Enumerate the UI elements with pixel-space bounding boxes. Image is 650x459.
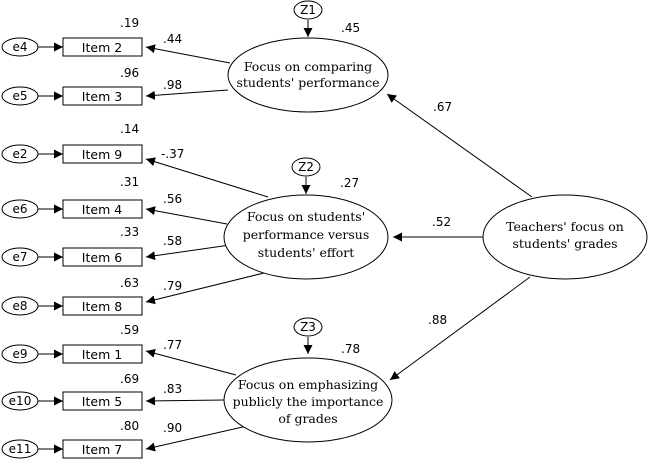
factor-label-line: Focus on emphasizing — [238, 377, 378, 392]
loading-label-item8: .79 — [163, 279, 182, 293]
error-label: e8 — [12, 299, 27, 313]
error-node-e5: e5 — [1, 86, 39, 106]
loading-arrow-item3 — [145, 89, 229, 100]
item-r2: .31 — [120, 175, 139, 189]
error-label: e4 — [12, 40, 27, 54]
factor-r2: .27 — [340, 176, 359, 190]
item-r2: .33 — [120, 225, 139, 239]
error-label: e6 — [12, 202, 27, 216]
item-r2: .96 — [120, 66, 139, 80]
factor-label-line: Focus on comparing — [244, 59, 372, 74]
error-node-e9: e9 — [1, 344, 39, 364]
item-label: Item 1 — [82, 347, 122, 362]
error-label: e9 — [12, 347, 27, 361]
item-box-item8: Item 8 .63 — [62, 276, 143, 316]
item-box-item5: Item 5 .69 — [62, 372, 143, 411]
structural-labels: .67 .52 .88 — [428, 100, 452, 327]
loading-arrow-item7 — [145, 425, 248, 452]
loading-arrow-item9 — [145, 157, 269, 198]
error-label: e10 — [9, 394, 32, 408]
item-box-item9: Item 9 .14 — [62, 122, 143, 164]
item-label: Item 5 — [82, 394, 122, 409]
structural-arrow-f3 — [389, 276, 531, 381]
error-node-e2: e2 — [1, 144, 39, 164]
loading-arrow-item8 — [145, 271, 269, 305]
disturbance-z1: Z1 — [293, 0, 323, 20]
loading-label-item6: .58 — [163, 234, 182, 248]
error-label: e2 — [12, 147, 27, 161]
item-label: Item 4 — [82, 202, 122, 217]
factor-r2: .45 — [341, 21, 360, 35]
error-terms: e4 e5 e2 e6 e7 e8 e9 e10 — [1, 37, 39, 459]
disturbance-label: Z3 — [300, 320, 316, 334]
loading-arrow-item1 — [145, 348, 237, 376]
loading-label-item3: .98 — [163, 78, 182, 92]
item-box-item2: Item 2 .19 — [62, 16, 143, 57]
factor-label-line: Focus on students' — [247, 209, 365, 224]
error-node-e8: e8 — [1, 296, 39, 316]
item-r2: .80 — [120, 419, 139, 433]
loading-arrow-item2 — [145, 44, 231, 64]
item-box-item6: Item 6 .33 — [62, 225, 143, 267]
factor-label-line: performance versus — [243, 227, 370, 242]
item-box-item1: Item 1 .59 — [62, 323, 143, 364]
loading-label-item7: .90 — [163, 421, 182, 435]
edges — [38, 20, 533, 454]
item-r2: .14 — [120, 122, 139, 136]
item-label: Item 2 — [82, 40, 122, 55]
item-label: Item 6 — [82, 250, 122, 265]
disturbances: Z1 Z2 Z3 — [291, 0, 323, 337]
path-label-f2: .52 — [432, 215, 451, 229]
observed-items: Item 2 .19 Item 3 .96 Item 9 .14 Item 4 … — [62, 16, 143, 459]
loading-arrow-item5 — [145, 396, 225, 406]
error-node-e7: e7 — [1, 247, 39, 267]
item-box-item4: Item 4 .31 — [62, 175, 143, 219]
path-label-f1: .67 — [433, 100, 452, 114]
loading-labels: .44 .98 -.37 .56 .58 .79 .77 .83 .90 — [161, 32, 184, 435]
item-r2: .59 — [120, 323, 139, 337]
error-node-e10: e10 — [1, 391, 39, 411]
item-r2: .63 — [120, 276, 139, 290]
item-box-item3: Item 3 .96 — [62, 66, 143, 106]
path-label-f3: .88 — [428, 313, 447, 327]
error-label: e11 — [9, 442, 32, 456]
item-r2: .69 — [120, 372, 139, 386]
factor-performance-vs-effort: Focus on students' performance versus st… — [223, 176, 389, 280]
item-r2: .19 — [120, 16, 139, 30]
factor-label-line: publicly the importance — [233, 394, 384, 409]
error-node-e6: e6 — [1, 199, 39, 219]
loading-label-item2: .44 — [163, 32, 182, 46]
disturbance-label: Z2 — [298, 160, 314, 174]
loading-label-item1: .77 — [163, 338, 182, 352]
disturbance-label: Z1 — [300, 3, 316, 17]
item-box-item7: Item 7 .80 — [62, 419, 143, 459]
loading-arrow-item6 — [145, 244, 231, 261]
factor-emphasizing-grades: Focus on emphasizing publicly the import… — [223, 342, 393, 443]
factor-r2: .78 — [341, 342, 360, 356]
error-label: e7 — [12, 250, 27, 264]
loading-label-item9: -.37 — [161, 147, 184, 161]
disturbance-z2: Z2 — [291, 157, 321, 177]
disturbance-z3: Z3 — [293, 317, 323, 337]
factor-label-line: of grades — [278, 411, 337, 426]
loading-label-item5: .83 — [163, 382, 182, 396]
factor-comparing-performance: Focus on comparing students' performance… — [227, 21, 389, 113]
factor-teachers-focus-on-grades: Teachers' focus on students' grades — [482, 194, 648, 280]
loading-label-item4: .56 — [163, 192, 182, 206]
error-node-e4: e4 — [1, 37, 39, 57]
factor-label-line: students' performance — [236, 75, 379, 90]
item-label: Item 8 — [82, 299, 122, 314]
structural-arrow-f1 — [386, 93, 533, 198]
item-label: Item 7 — [82, 442, 122, 457]
item-label: Item 3 — [82, 89, 122, 104]
first-order-factors: Focus on comparing students' performance… — [223, 21, 393, 443]
factor-label-line: Teachers' focus on — [506, 219, 624, 234]
error-node-e11: e11 — [1, 439, 39, 459]
factor-label-line: students' effort — [258, 245, 355, 260]
item-label: Item 9 — [82, 147, 122, 162]
error-label: e5 — [12, 89, 27, 103]
factor-label-line: students' grades — [512, 236, 617, 251]
loading-arrow-item4 — [145, 206, 228, 225]
